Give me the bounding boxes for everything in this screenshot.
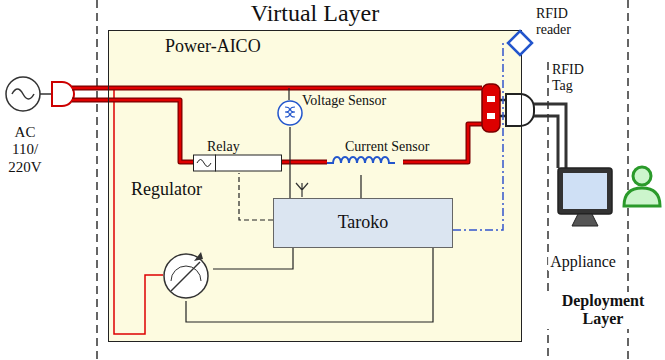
control-wire — [360, 175, 361, 198]
power-outlet — [482, 84, 500, 132]
node-label: Power-AICO — [165, 36, 261, 57]
node-label: RFID reader — [536, 6, 584, 38]
power-wire — [72, 88, 482, 162]
power-plug — [52, 82, 74, 106]
control-wire — [239, 173, 273, 220]
rfid-reader: RFID reader — [506, 6, 596, 58]
rfid-tag-plug — [500, 94, 566, 168]
annotation-label: RFID Tag — [552, 62, 596, 94]
node-label: Regulator — [131, 179, 202, 200]
node-label: Current Sensor — [345, 139, 429, 155]
antenna-symbol — [296, 183, 308, 197]
control-wire — [289, 127, 290, 198]
relay-box: Relay — [193, 139, 283, 173]
control-wire — [213, 248, 293, 269]
device-box: Power-AICO Relay Voltage SensorCurrent Sen… — [108, 30, 522, 342]
ac-source — [6, 77, 52, 111]
diagram-title: Virtual Layer — [190, 0, 440, 28]
signal-link — [453, 43, 506, 230]
node-label: Voltage Sensor — [302, 93, 386, 109]
user-icon — [624, 167, 660, 206]
regulator-wire — [114, 88, 163, 334]
controller-box: Taroko — [273, 198, 453, 248]
node-label: Taroko — [274, 212, 452, 233]
appliance: Appliance — [540, 160, 626, 276]
device-ground — [108, 30, 522, 342]
node-label: Relay — [207, 139, 240, 155]
voltage-sensor: Voltage Sensor — [276, 91, 396, 127]
annotation-label: AC 110/ 220V — [4, 124, 46, 176]
current-sensor: Current Sensor — [323, 139, 433, 175]
control-wire — [186, 248, 433, 322]
regulator: Regulator — [121, 179, 213, 301]
annotation-label: Deployment Layer — [546, 292, 660, 329]
node-label: Appliance — [548, 253, 618, 271]
sensor-wire — [288, 88, 289, 100]
